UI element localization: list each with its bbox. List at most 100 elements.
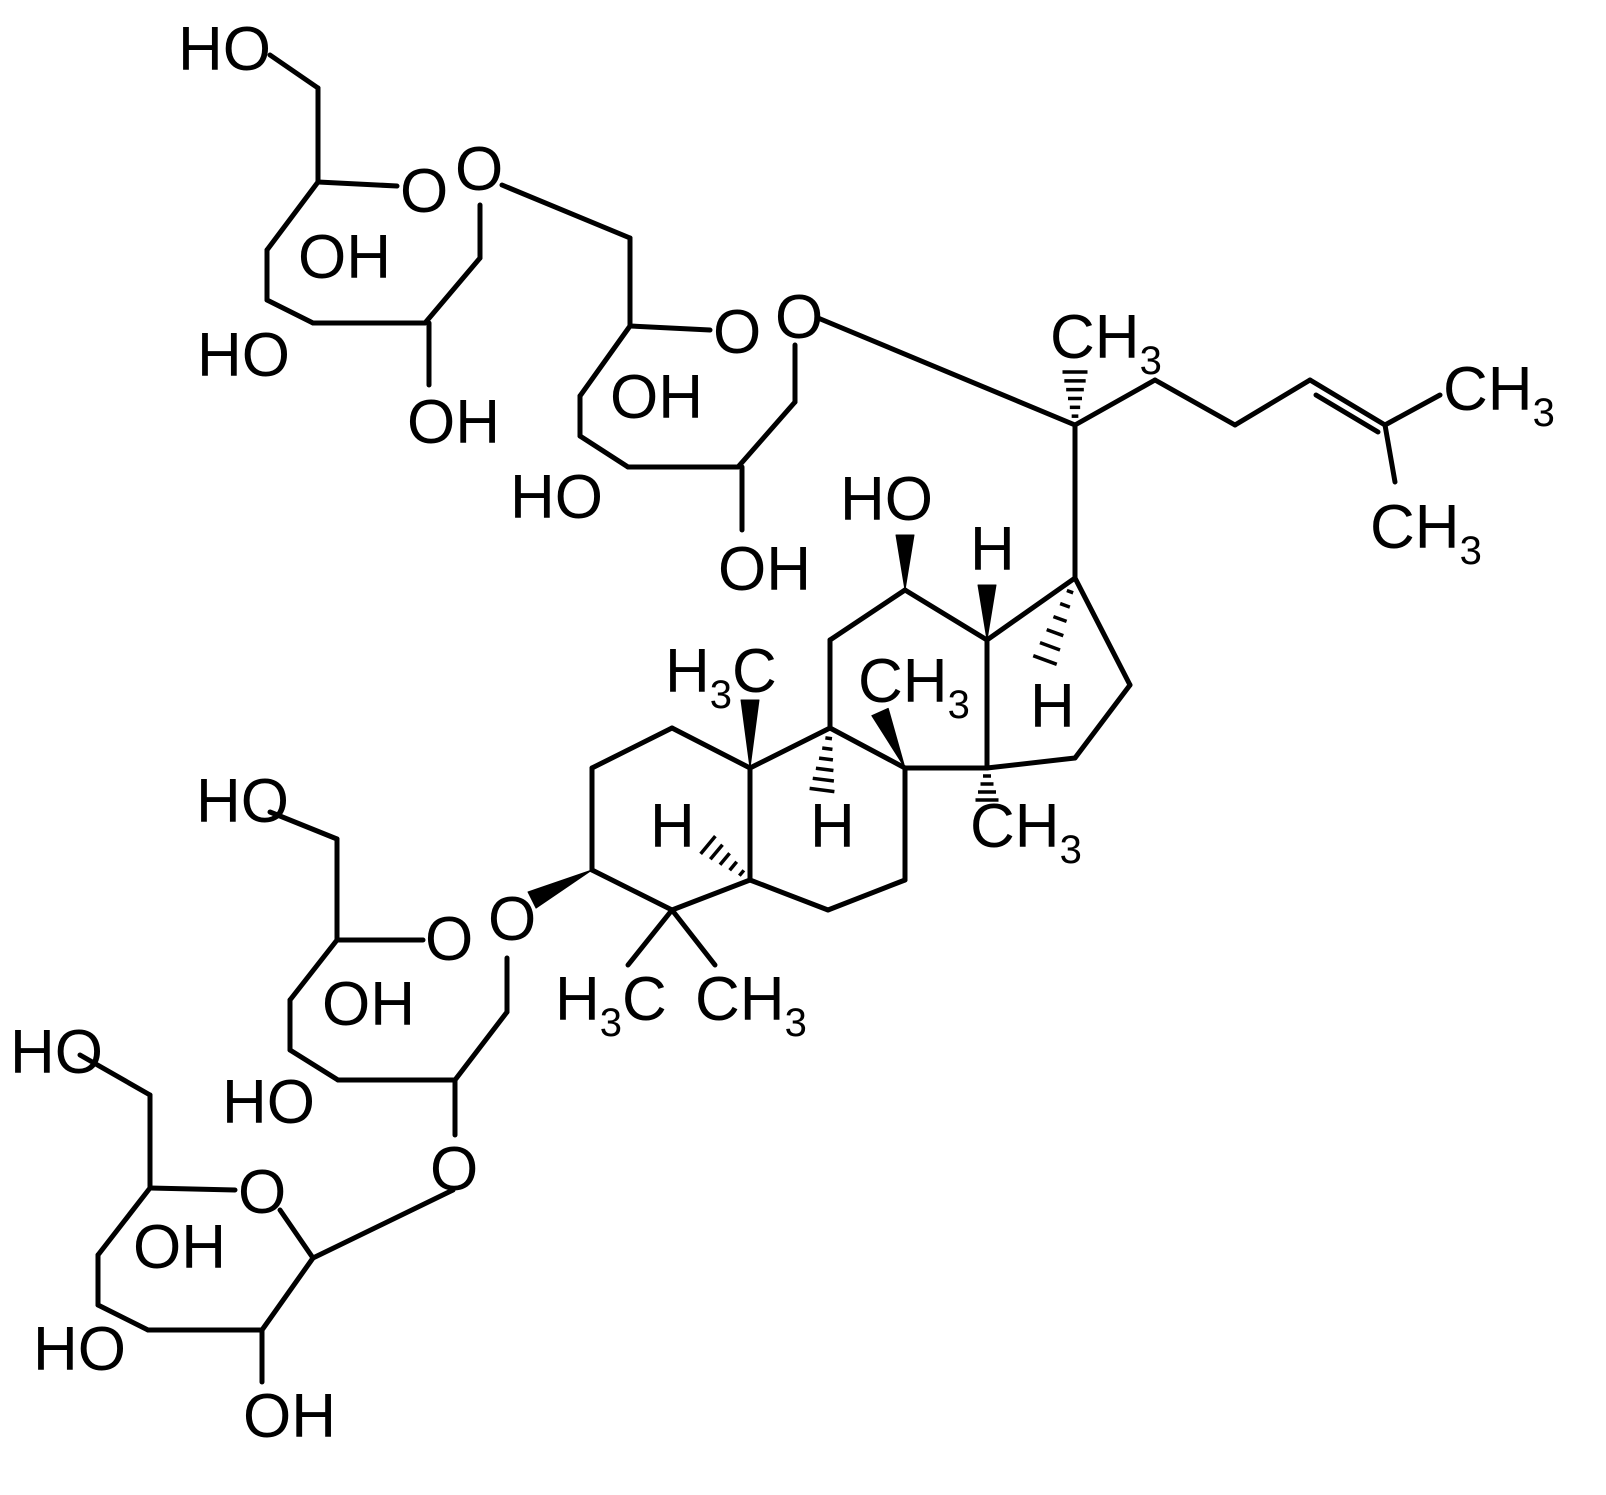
bond <box>1382 392 1443 428</box>
hash-stroke <box>1046 627 1064 638</box>
bond <box>267 809 340 842</box>
atom-label: OH <box>610 363 703 432</box>
hash-stroke <box>699 835 717 855</box>
atom-label: HO <box>510 463 603 532</box>
atom-label: OH <box>243 1382 336 1451</box>
wedge-bond <box>895 534 915 591</box>
atom-label: H3C <box>555 965 667 1045</box>
bond <box>984 755 1078 771</box>
bond <box>287 1047 341 1083</box>
bond <box>589 867 675 913</box>
atom-label: H <box>650 792 695 861</box>
atom-label: O <box>455 135 503 204</box>
atom-label: HO <box>197 321 290 390</box>
hash-stroke <box>812 776 835 783</box>
bond <box>669 907 718 968</box>
atom-label: OH <box>322 970 415 1039</box>
atom-label: HO <box>178 15 271 84</box>
atom-label: HO <box>840 465 933 534</box>
bond <box>315 179 400 189</box>
bond <box>589 725 675 771</box>
wedge-bond <box>527 869 593 909</box>
hash-stroke <box>728 860 739 872</box>
bond <box>902 587 990 643</box>
bond <box>827 725 908 771</box>
atom-label: O <box>238 1158 286 1227</box>
hash-stroke <box>1032 654 1058 666</box>
atom-label: HO <box>222 1068 315 1137</box>
atom-label: H <box>1030 672 1075 741</box>
bond <box>1307 377 1388 428</box>
wedge-bond <box>740 699 760 769</box>
bond <box>1232 377 1313 428</box>
bond <box>259 1255 316 1333</box>
atom-label: OH <box>133 1213 226 1282</box>
atom-labels: HO O O OH HO OH O O OH HO OH CH3 CH3 CH3… <box>10 15 1555 1451</box>
atom-label: HO <box>196 767 289 836</box>
bond <box>499 182 633 241</box>
bond <box>1152 377 1238 428</box>
hash-stroke <box>1052 614 1068 624</box>
bond <box>147 1185 238 1193</box>
bond <box>422 255 483 326</box>
bond <box>669 725 753 771</box>
bond <box>452 1009 510 1083</box>
bond <box>264 297 316 326</box>
bond <box>747 725 833 771</box>
hash-stroke <box>821 746 833 752</box>
bond <box>815 315 1078 428</box>
bond <box>627 323 713 333</box>
hash-stroke <box>1039 641 1061 652</box>
atom-label: HO <box>33 1315 126 1384</box>
bond <box>1072 575 1133 688</box>
bond <box>747 877 831 913</box>
bond <box>310 1187 456 1261</box>
bond <box>625 907 675 968</box>
hash-stroke <box>818 756 834 762</box>
atom-label: CH3 <box>858 647 970 727</box>
hash-stroke <box>1059 601 1071 609</box>
bond <box>1382 422 1398 485</box>
bond <box>735 399 798 470</box>
bond <box>669 877 753 913</box>
hash-stroke <box>738 869 746 877</box>
bonds <box>77 52 1443 1385</box>
bond <box>1072 682 1133 761</box>
atom-label: O <box>775 283 823 352</box>
atom-label: H <box>970 515 1015 584</box>
bond <box>277 1207 316 1261</box>
atom-label: OH <box>298 223 391 292</box>
atom-label: OH <box>407 388 500 457</box>
atom-label: HO <box>10 1018 103 1087</box>
wedge-bonds <box>527 534 997 909</box>
atom-label: CH3 <box>1370 493 1482 573</box>
atom-label: CH3 <box>970 792 1082 872</box>
bond <box>1313 392 1381 435</box>
hashed-bonds <box>699 370 1088 877</box>
atom-label: CH3 <box>695 965 807 1045</box>
bond <box>267 52 321 91</box>
bond <box>1072 377 1158 428</box>
atom-label: OH <box>718 535 811 604</box>
bond <box>984 575 1078 643</box>
hash-stroke <box>815 766 834 773</box>
atom-label: O <box>488 885 536 954</box>
bond <box>77 1052 153 1098</box>
bond <box>95 1302 151 1333</box>
atom-label: CH3 <box>1443 355 1555 435</box>
atom-label: O <box>430 1135 478 1204</box>
bond <box>827 587 908 643</box>
hash-stroke <box>718 852 731 866</box>
hash-stroke <box>825 736 833 741</box>
bond <box>264 179 321 253</box>
atom-label: H3C <box>665 637 777 717</box>
atom-label: O <box>713 298 761 367</box>
atom-label: H <box>810 792 855 861</box>
hash-stroke <box>1066 588 1074 595</box>
hash-stroke <box>809 786 835 794</box>
wedge-bond <box>977 584 997 641</box>
bond <box>287 937 340 1003</box>
bond <box>577 323 633 399</box>
atom-label: CH3 <box>1050 303 1162 383</box>
